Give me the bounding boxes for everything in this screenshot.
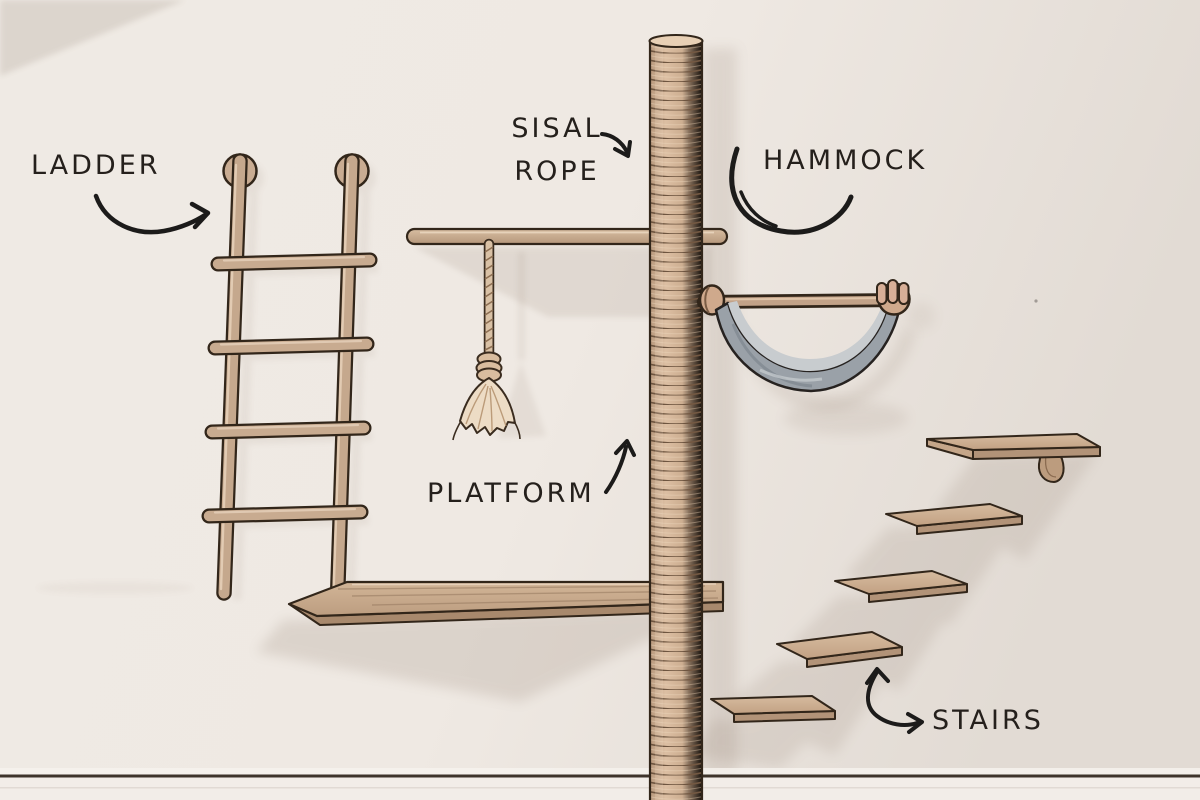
platform-arrow-icon bbox=[604, 439, 636, 494]
stair-step-2 bbox=[885, 503, 1023, 535]
hammock-left-knob bbox=[698, 284, 726, 316]
stairs-arrow-icon bbox=[865, 667, 924, 734]
stair-step-1-shelf bbox=[926, 433, 1101, 483]
lower-platform bbox=[287, 580, 725, 626]
floor bbox=[0, 777, 1200, 800]
wall-corner-shade bbox=[0, 0, 185, 76]
baseboard-line bbox=[0, 774, 1200, 778]
ladder-rungs bbox=[201, 252, 378, 524]
sisal-rope-pole bbox=[648, 34, 704, 800]
label-stairs: STAIRS bbox=[932, 705, 1044, 736]
label-platform: PLATFORM bbox=[427, 478, 595, 509]
label-sisal-rope: SISAL ROPE bbox=[472, 107, 642, 193]
hammock-arrow-icon bbox=[729, 146, 854, 235]
hammock bbox=[697, 279, 911, 393]
pole-top-cap bbox=[648, 34, 704, 48]
ladder-rails bbox=[216, 153, 360, 621]
stairs bbox=[710, 433, 1101, 723]
wall-speck bbox=[1034, 299, 1038, 303]
sisal-rope-arrow-icon bbox=[600, 132, 632, 158]
stair-step-4 bbox=[776, 631, 903, 668]
annotation-arrows bbox=[93, 132, 924, 734]
label-ladder: LADDER bbox=[31, 150, 161, 181]
ladder bbox=[201, 153, 378, 621]
tassel-toy bbox=[452, 238, 521, 441]
stair-step-5 bbox=[710, 695, 836, 723]
label-sisal-rope-line2: ROPE bbox=[514, 156, 600, 187]
ladder-arrow-icon bbox=[93, 193, 211, 235]
label-hammock: HAMMOCK bbox=[763, 145, 928, 176]
stair-step-3 bbox=[834, 570, 968, 603]
label-sisal-rope-line1: SISAL bbox=[511, 113, 603, 144]
hammock-right-mount bbox=[876, 279, 911, 316]
baseboard bbox=[0, 768, 1200, 800]
